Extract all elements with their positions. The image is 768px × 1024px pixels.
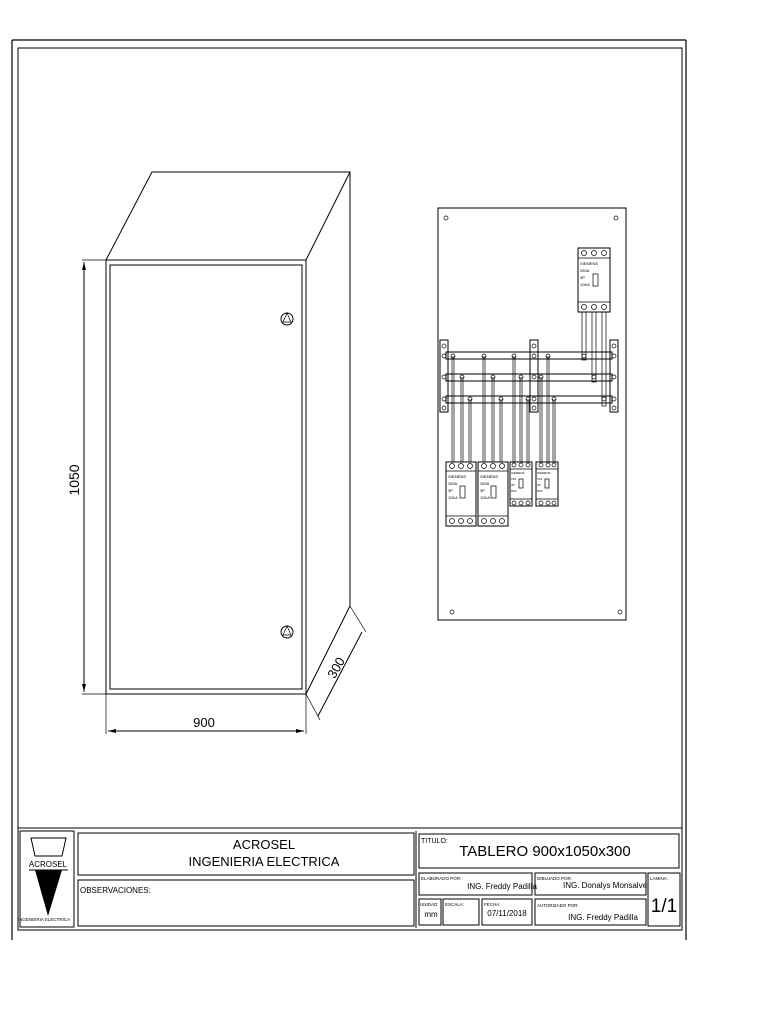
dimension-width-label: 900 (193, 715, 215, 730)
company-name-line2: INGENIERIA ELECTRICA (189, 854, 340, 869)
svg-text:10KA: 10KA (448, 495, 458, 500)
svg-text:10KA: 10KA (480, 495, 490, 500)
svg-text:INGENIERIA ELECTRICA: INGENIERIA ELECTRICA (18, 917, 70, 922)
logo-cell: ACROSEL INGENIERIA ELECTRICA (18, 830, 75, 928)
elaborado-value: ING. Freddy Padilla (467, 882, 537, 891)
branch-breaker-3: SIEMENS 70A 3P 6KA (509, 461, 533, 507)
titulo-value: TABLERO 900x1050x300 (459, 843, 631, 860)
svg-text:250A: 250A (448, 481, 458, 486)
svg-text:3P: 3P (480, 488, 485, 493)
svg-text:250A: 250A (480, 481, 490, 486)
svg-text:3P: 3P (448, 488, 453, 493)
svg-text:70A: 70A (511, 477, 516, 481)
svg-text:AUTORIZADO POR:: AUTORIZADO POR: (537, 903, 579, 908)
svg-text:FECHA:: FECHA: (484, 902, 501, 907)
svg-text:3P: 3P (580, 275, 585, 280)
unidad-value: mm (424, 910, 438, 919)
svg-text:70A: 70A (537, 477, 542, 481)
svg-text:ESCALA:: ESCALA: (445, 902, 464, 907)
branch-breaker-2: SIEMENS 250A 3P 10KA (477, 461, 509, 527)
svg-text:DIBUJADO POR:: DIBUJADO POR: (537, 876, 572, 881)
sheet-border (11, 39, 687, 940)
cabinet-isometric-view (105, 171, 351, 695)
svg-text:SIEMENS: SIEMENS (511, 471, 525, 475)
svg-text:6KA: 6KA (511, 489, 517, 493)
company-name-line1: ACROSEL (233, 837, 295, 852)
door-lock-top-icon (280, 312, 294, 326)
title-block: ACROSEL INGENIERIA ELECTRICA ACROSEL ING… (18, 827, 682, 928)
branch-breaker-4: SIEMENS 70A 3P 6KA (535, 461, 559, 507)
observaciones-label: OBSERVACIONES: (80, 886, 151, 895)
dibujado-value: ING. Donalys Monsalve (563, 881, 648, 890)
dimension-height-label: 1050 (66, 464, 82, 495)
internal-panel-view: SIEMENS 250A 3P 10KA (437, 207, 627, 621)
main-breaker: SIEMENS 250A 3P 10KA (577, 247, 611, 313)
svg-text:UNIDAD:: UNIDAD: (420, 902, 439, 907)
dimension-height: 1050 (66, 259, 106, 695)
door-lock-bottom-icon (280, 625, 294, 639)
svg-text:SIEMENS: SIEMENS (537, 471, 551, 475)
company-logo-icon: ACROSEL INGENIERIA ELECTRICA (18, 837, 70, 922)
svg-text:3P: 3P (511, 483, 515, 487)
svg-text:3P: 3P (537, 483, 541, 487)
branch-breaker-1: SIEMENS 250A 3P 10KA (445, 461, 477, 527)
svg-text:6KA: 6KA (537, 489, 543, 493)
svg-text:SIEMENS: SIEMENS (480, 474, 498, 479)
branch-cables (451, 356, 556, 462)
dimension-depth-label: 300 (324, 655, 348, 681)
svg-text:ACROSEL: ACROSEL (29, 860, 68, 869)
dimension-width: 900 (105, 694, 307, 734)
titulo-label: TITULO: (421, 838, 448, 845)
busbars (439, 339, 619, 413)
lamina-value: 1/1 (651, 896, 677, 917)
dimension-depth: 300 (305, 605, 367, 721)
svg-text:ELABORADO POR:: ELABORADO POR: (421, 876, 461, 881)
svg-text:250A: 250A (580, 268, 590, 273)
svg-text:SIEMENS: SIEMENS (448, 474, 466, 479)
autorizado-value: ING. Freddy Padilla (568, 913, 638, 922)
svg-text:10KA: 10KA (580, 282, 590, 287)
svg-text:LAMINA:: LAMINA: (650, 876, 668, 881)
fecha-value: 07/11/2018 (487, 909, 527, 918)
svg-text:SIEMENS: SIEMENS (580, 261, 598, 266)
